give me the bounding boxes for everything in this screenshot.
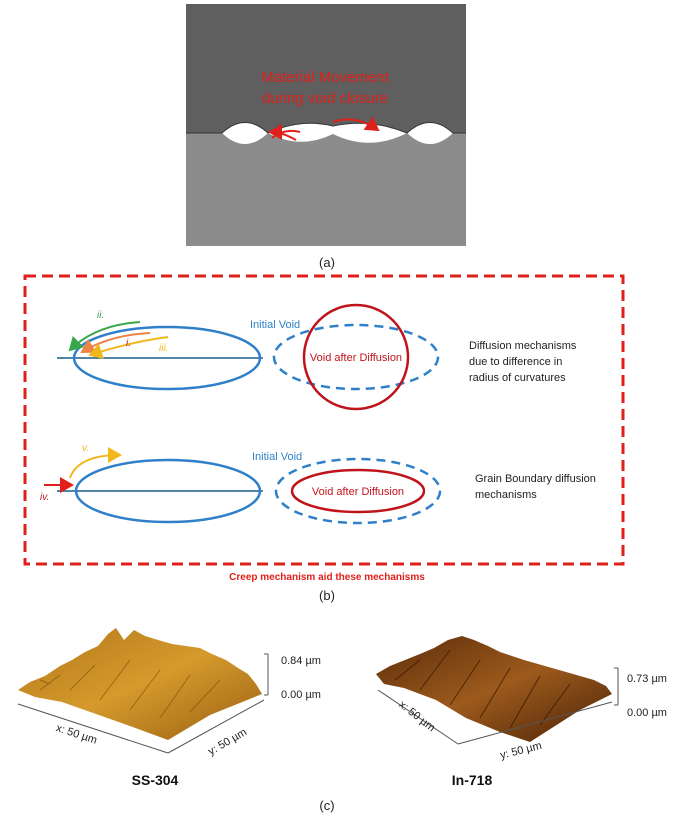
- movement-arrow-left-2: [271, 129, 301, 139]
- x-axis-right: [377, 689, 459, 745]
- sample-name-right: In-718: [452, 772, 493, 788]
- void-after-label-top: Void after Diffusion: [310, 352, 402, 364]
- initial-void-label-bottom: Initial Void: [252, 451, 302, 463]
- y-axis-label-right: y: 50 µm: [499, 740, 543, 762]
- void-interface: [186, 122, 466, 134]
- z-min-right: 0.00 µm: [627, 707, 667, 719]
- arrow-iii-label: iii.: [159, 343, 168, 354]
- arrow-ii: [68, 321, 141, 352]
- x-axis-label-left: x: 50 µm: [54, 722, 98, 747]
- annotation-line1: Material Movement: [261, 69, 389, 86]
- afm-surface-left: [18, 628, 262, 740]
- panel-a: Material Movement during void closure (a…: [186, 4, 466, 270]
- arrow-v: [69, 447, 122, 479]
- dashed-frame: [23, 274, 625, 566]
- movement-arrow-right: [332, 116, 380, 132]
- desc-top-1: Diffusion mechanisms: [469, 340, 577, 352]
- panel-b: ii. i. iii. Initial Void Void after Diff…: [23, 274, 625, 603]
- initial-void-dashed-bottom: [274, 457, 442, 525]
- arrow-ii-label: ii.: [97, 310, 104, 321]
- desc-top-2: due to difference in: [469, 356, 562, 368]
- caption-b: (b): [319, 588, 335, 603]
- movement-arrow-left: [268, 124, 297, 141]
- sample-name-left: SS-304: [132, 772, 179, 788]
- caption-c: (c): [319, 798, 334, 813]
- z-min-left: 0.00 µm: [281, 689, 321, 701]
- void-after-label-bottom: Void after Diffusion: [312, 486, 404, 498]
- desc-top-3: radius of curvatures: [469, 372, 566, 384]
- afm-surface-right: [376, 636, 612, 742]
- initial-void-dashed-top: [272, 323, 440, 391]
- footer-note: Creep mechanism aid these mechanisms: [229, 572, 425, 583]
- caption-a: (a): [319, 255, 335, 270]
- lower-block: [186, 133, 466, 246]
- upper-block: [186, 4, 466, 133]
- z-max-right: 0.73 µm: [627, 673, 667, 685]
- x-axis-label-right: x: 50 µm: [396, 699, 437, 735]
- annotation-line2: during void closure: [262, 90, 388, 107]
- arrow-iv-label: iv.: [40, 492, 49, 503]
- x-axis-left: [17, 703, 169, 754]
- initial-void-label-top: Initial Void: [250, 319, 300, 331]
- desc-bottom-1: Grain Boundary diffusion: [475, 473, 596, 485]
- desc-bottom-2: mechanisms: [475, 489, 537, 501]
- y-axis-left: [167, 699, 265, 754]
- afm-texture-left: [39, 659, 221, 719]
- arrow-i-label: i.: [126, 338, 131, 349]
- panel-c: 0.84 µm 0.00 µm x: 50 µm y: 50 µm SS-304…: [17, 628, 667, 813]
- z-max-left: 0.84 µm: [281, 655, 321, 667]
- arrow-iii: [88, 336, 169, 359]
- afm-texture-right: [394, 649, 571, 729]
- y-axis-right: [457, 701, 613, 745]
- arrow-v-label: v.: [82, 443, 89, 454]
- void-after-circle-top: [302, 303, 410, 411]
- arrow-i: [80, 332, 151, 354]
- y-axis-label-left: y: 50 µm: [206, 726, 249, 758]
- void-after-ellipse-bottom: [290, 468, 426, 514]
- initial-void-ellipse-top: [72, 325, 262, 391]
- initial-void-ellipse-bottom: [74, 458, 262, 524]
